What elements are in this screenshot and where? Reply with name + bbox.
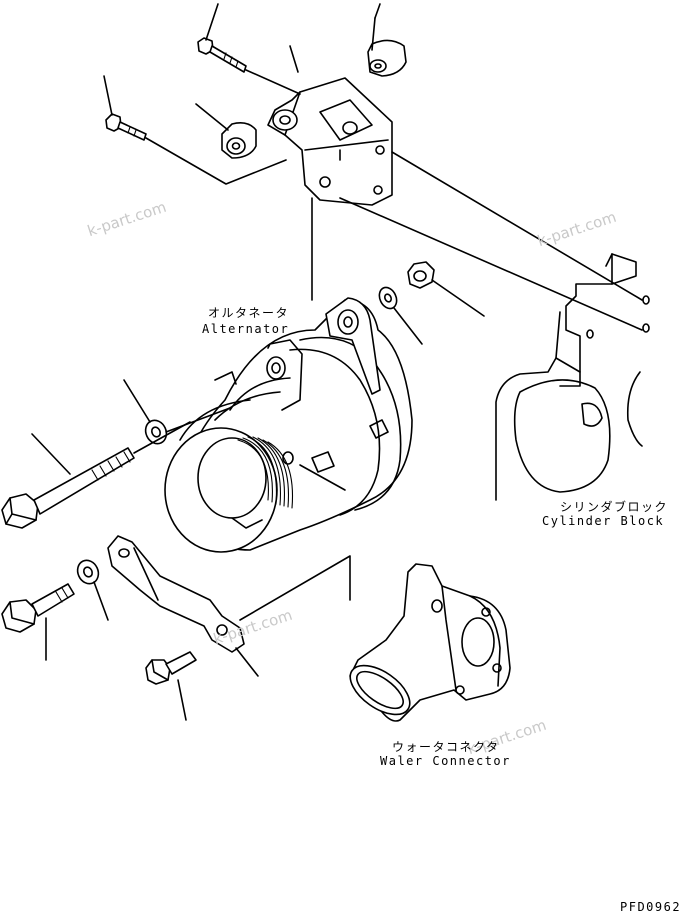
cylinder-block-label-jp: シリンダブロック [560,500,669,514]
bolt-left [103,75,287,185]
washer-lower [76,559,109,621]
water-connector-label-en: Waler Connector [380,754,511,768]
leader-bolthole-upper [391,151,643,301]
bolt-top [197,3,301,95]
water-connector [349,563,511,722]
cylinder-block [495,253,650,501]
adjusting-plate [107,535,351,677]
figure-code: PFD0962 [620,900,682,914]
bolt-small [145,651,197,721]
spacer-collar-left [195,103,257,159]
nut [407,261,485,317]
alternator-label-en: Alternator [202,322,290,336]
long-bolt [1,421,191,529]
spacer-collar-top [367,3,407,77]
cylinder-block-label-en: Cylinder Block [542,514,665,528]
leader-bolthole-lower [339,197,643,331]
water-connector-label-jp: ウォータコネクタ [392,740,500,754]
alternator-label-jp: オルタネータ [208,306,290,320]
bolt-lower [1,583,75,661]
washer-right [378,286,423,345]
mounting-bracket [267,77,393,206]
leader-bracket [289,45,299,73]
alternator [164,297,413,553]
